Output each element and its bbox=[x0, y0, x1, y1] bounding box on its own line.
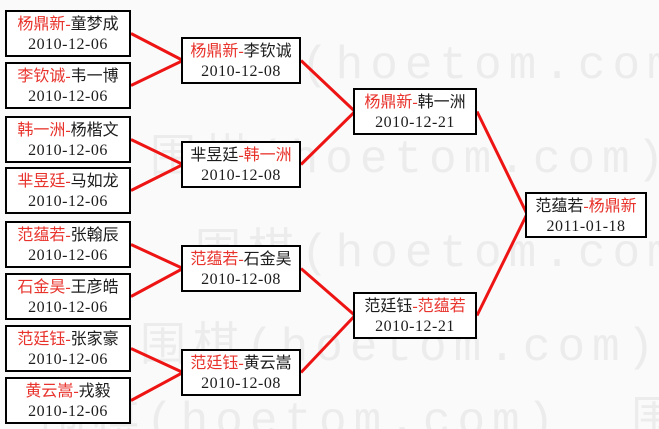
match-players: 范蕴若-杨鼎新 bbox=[527, 196, 645, 217]
player1-name: 范蕴若 bbox=[17, 227, 66, 244]
match-players: 韩一洲-杨楷文 bbox=[7, 120, 129, 141]
match-date: 2010-12-08 bbox=[201, 375, 281, 392]
match-players: 范廷钰-张家豪 bbox=[7, 329, 129, 350]
match-date: 2010-12-08 bbox=[201, 167, 281, 184]
match-sf-1: 杨鼎新-韩一洲 2010-12-21 bbox=[353, 88, 477, 135]
match-r2-1: 杨鼎新-李钦诚 2010-12-08 bbox=[181, 37, 301, 84]
player2-name: 王彦皓 bbox=[70, 279, 119, 296]
connector-line bbox=[299, 59, 358, 166]
match-players: 芈昱廷-马如龙 bbox=[7, 171, 129, 192]
match-players: 杨鼎新-韩一洲 bbox=[355, 92, 475, 113]
players-separator: - bbox=[238, 43, 244, 60]
match-players: 范廷钰-范蕴若 bbox=[355, 296, 475, 317]
match-players: 范蕴若-张翰辰 bbox=[7, 225, 129, 246]
match-date: 2010-12-06 bbox=[28, 36, 108, 53]
player2-name: 韩一洲 bbox=[243, 147, 292, 164]
player1-name: 石金昊 bbox=[17, 279, 66, 296]
match-date: 2010-12-06 bbox=[28, 351, 108, 368]
player1-name: 范廷钰 bbox=[17, 331, 66, 348]
player2-name: 童梦成 bbox=[70, 16, 119, 33]
players-separator: - bbox=[412, 298, 418, 315]
player2-name: 杨楷文 bbox=[70, 122, 119, 139]
players-separator: - bbox=[65, 173, 71, 190]
player2-name: 韩一洲 bbox=[417, 94, 466, 111]
match-r1-8: 黄云嵩-戎毅 2010-12-06 bbox=[5, 377, 131, 424]
match-date: 2010-12-08 bbox=[201, 271, 281, 288]
match-r1-1: 杨鼎新-童梦成 2010-12-06 bbox=[5, 10, 131, 57]
match-sf-2: 范廷钰-范蕴若 2010-12-21 bbox=[353, 292, 477, 339]
player2-name: 石金昊 bbox=[243, 251, 292, 268]
player2-name: 杨鼎新 bbox=[588, 198, 637, 215]
match-players: 黄云嵩-戎毅 bbox=[7, 381, 129, 402]
players-separator: - bbox=[238, 355, 244, 372]
match-date: 2010-12-21 bbox=[375, 114, 455, 131]
player2-name: 黄云嵩 bbox=[243, 355, 292, 372]
players-separator: - bbox=[73, 383, 79, 400]
players-separator: - bbox=[65, 68, 71, 85]
players-separator: - bbox=[238, 147, 244, 164]
player1-name: 黄云嵩 bbox=[25, 383, 74, 400]
connector-line bbox=[130, 347, 187, 402]
player1-name: 杨鼎新 bbox=[364, 94, 413, 111]
player2-name: 韦一博 bbox=[70, 68, 119, 85]
players-separator: - bbox=[583, 198, 589, 215]
match-final: 范蕴若-杨鼎新 2011-01-18 bbox=[525, 192, 647, 238]
match-players: 李钦诚-韦一博 bbox=[7, 66, 129, 87]
match-r1-6: 石金昊-王彦皓 2010-12-06 bbox=[5, 273, 131, 320]
match-date: 2010-12-06 bbox=[28, 247, 108, 264]
player1-name: 范廷钰 bbox=[364, 298, 413, 315]
players-separator: - bbox=[65, 16, 71, 33]
players-separator: - bbox=[65, 227, 71, 244]
match-date: 2010-12-06 bbox=[28, 88, 108, 105]
match-date: 2011-01-18 bbox=[546, 218, 626, 235]
match-r1-2: 李钦诚-韦一博 2010-12-06 bbox=[5, 62, 131, 109]
player1-name: 李钦诚 bbox=[17, 68, 66, 85]
connector-line bbox=[475, 110, 529, 317]
match-date: 2010-12-21 bbox=[375, 318, 455, 335]
connector-line bbox=[130, 138, 187, 192]
match-players: 芈昱廷-韩一洲 bbox=[183, 145, 299, 166]
match-players: 杨鼎新-童梦成 bbox=[7, 14, 129, 35]
player2-name: 张翰辰 bbox=[70, 227, 119, 244]
match-r2-3: 范蕴若-石金昊 2010-12-08 bbox=[181, 245, 301, 292]
match-date: 2010-12-06 bbox=[28, 142, 108, 159]
match-players: 范廷钰-黄云嵩 bbox=[183, 353, 299, 374]
connector-line bbox=[299, 267, 358, 374]
match-date: 2010-12-06 bbox=[28, 193, 108, 210]
player1-name: 杨鼎新 bbox=[190, 43, 239, 60]
match-date: 2010-12-06 bbox=[28, 299, 108, 316]
match-date: 2010-12-06 bbox=[28, 403, 108, 420]
player1-name: 杨鼎新 bbox=[17, 16, 66, 33]
player1-name: 芈昱廷 bbox=[17, 173, 66, 190]
players-separator: - bbox=[412, 94, 418, 111]
player2-name: 李钦诚 bbox=[243, 43, 292, 60]
player2-name: 范蕴若 bbox=[417, 298, 466, 315]
player1-name: 范蕴若 bbox=[535, 198, 584, 215]
player1-name: 范蕴若 bbox=[190, 251, 239, 268]
players-separator: - bbox=[238, 251, 244, 268]
players-separator: - bbox=[65, 279, 71, 296]
player1-name: 韩一洲 bbox=[17, 122, 66, 139]
match-r2-4: 范廷钰-黄云嵩 2010-12-08 bbox=[181, 349, 301, 396]
connector-line bbox=[130, 32, 187, 87]
match-players: 范蕴若-石金昊 bbox=[183, 249, 299, 270]
player2-name: 张家豪 bbox=[70, 331, 119, 348]
connector-line bbox=[130, 243, 187, 298]
match-r2-2: 芈昱廷-韩一洲 2010-12-08 bbox=[181, 141, 301, 188]
players-separator: - bbox=[65, 331, 71, 348]
player1-name: 芈昱廷 bbox=[190, 147, 239, 164]
match-r1-4: 芈昱廷-马如龙 2010-12-06 bbox=[5, 167, 131, 214]
player1-name: 范廷钰 bbox=[190, 355, 239, 372]
match-players: 石金昊-王彦皓 bbox=[7, 277, 129, 298]
match-r1-7: 范廷钰-张家豪 2010-12-06 bbox=[5, 325, 131, 372]
match-r1-5: 范蕴若-张翰辰 2010-12-06 bbox=[5, 221, 131, 268]
match-players: 杨鼎新-李钦诚 bbox=[183, 41, 299, 62]
player2-name: 马如龙 bbox=[70, 173, 119, 190]
match-r1-3: 韩一洲-杨楷文 2010-12-06 bbox=[5, 116, 131, 163]
match-date: 2010-12-08 bbox=[201, 63, 281, 80]
player2-name: 戎毅 bbox=[78, 383, 111, 400]
players-separator: - bbox=[65, 122, 71, 139]
